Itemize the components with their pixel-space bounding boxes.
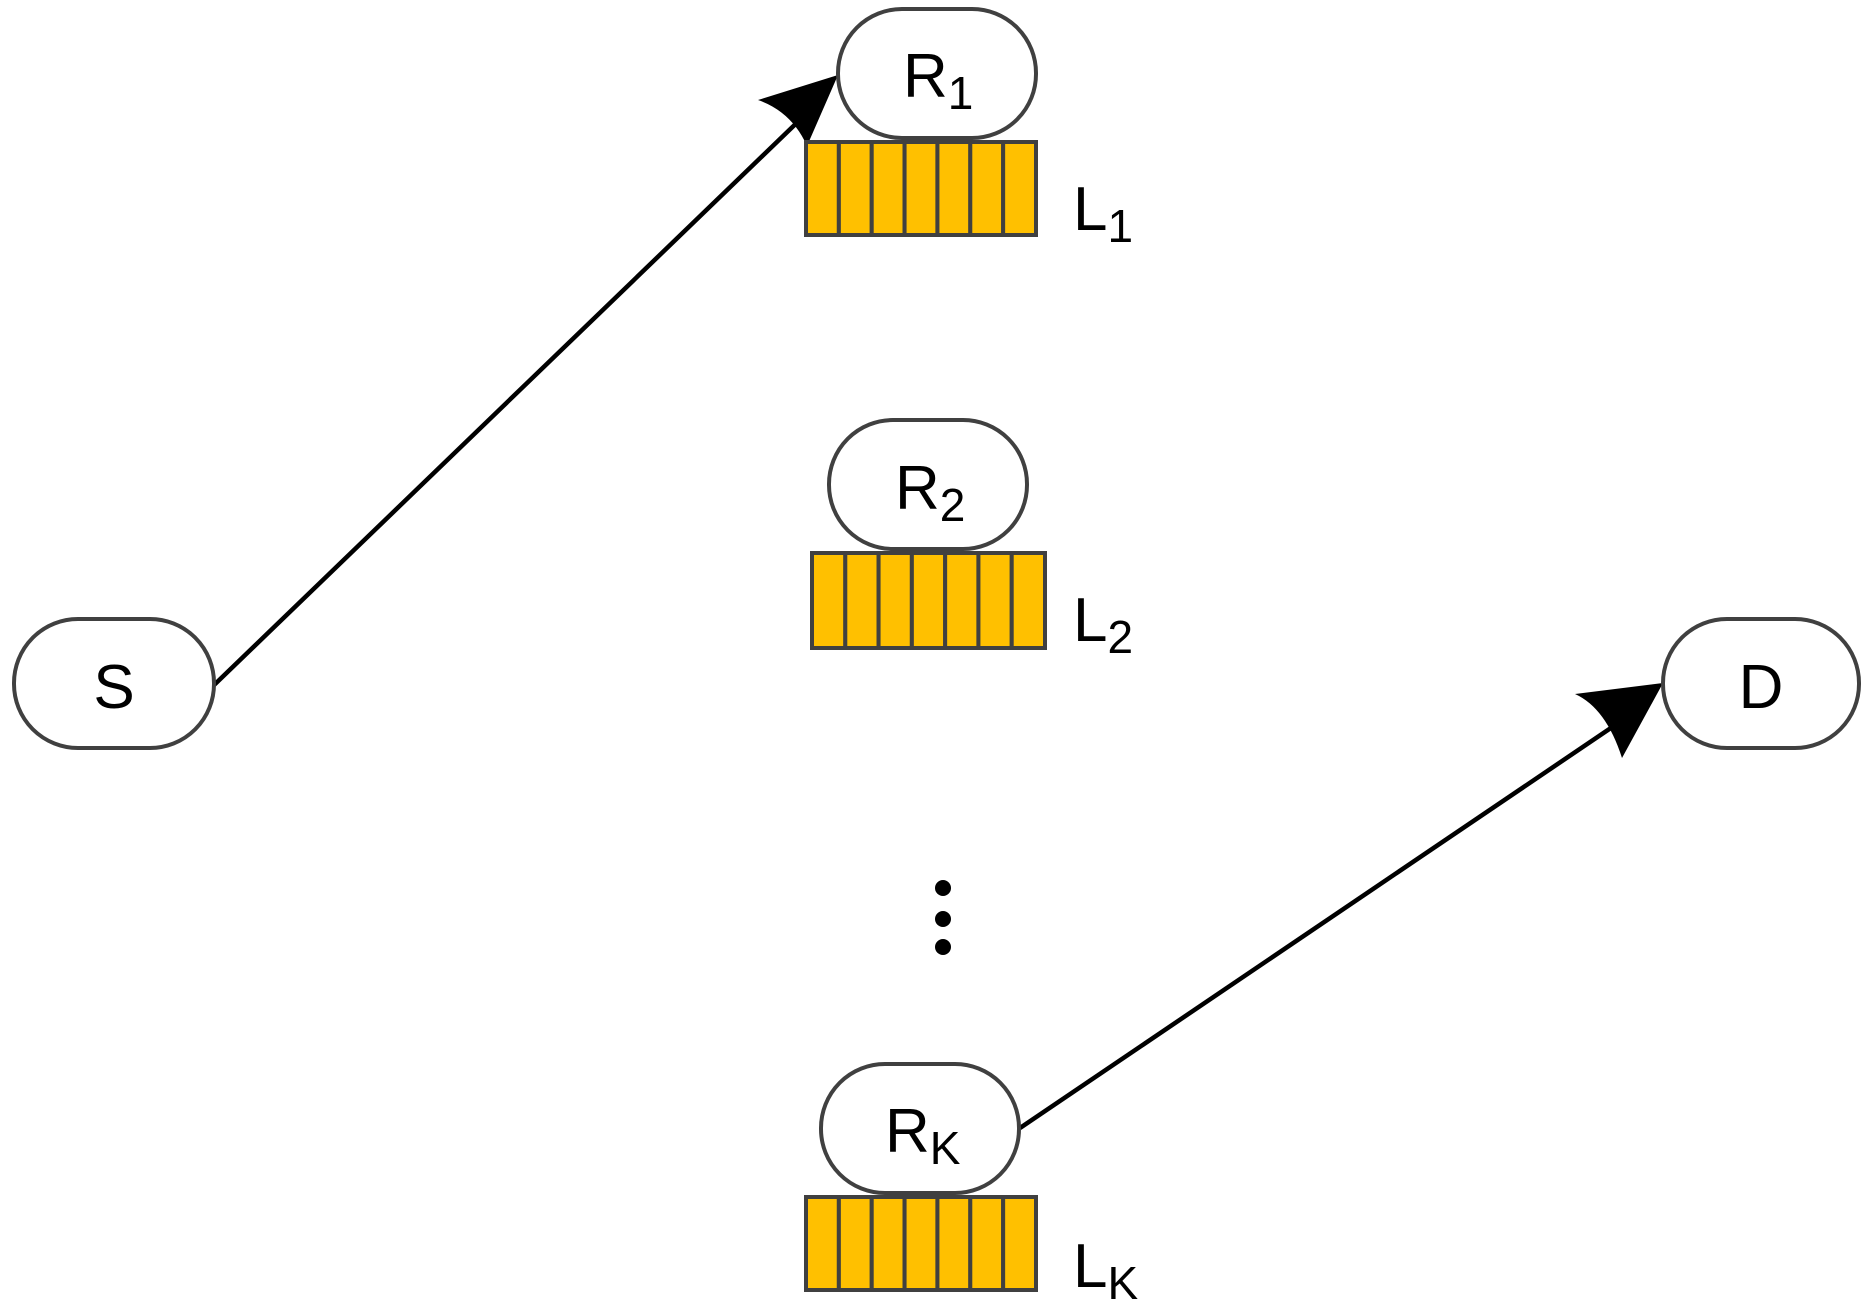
relay2-label: R2 [895,454,965,531]
bufferK-cell [836,1195,874,1292]
buffer2-cell [876,551,914,650]
buffer1-label: L1 [1073,175,1133,252]
buffer-relay1 [804,140,1039,237]
bufferK-cell [1001,1195,1039,1292]
bufferK-cell [935,1195,973,1292]
buffer1-cell [1001,140,1039,237]
ellipsis-dot-1 [935,880,951,896]
ellipsis-dot-3 [935,939,951,955]
relayK-label: RK [885,1097,961,1174]
node-relay1: R1 [836,7,1038,140]
arrowhead-destination [1575,683,1663,758]
node-source: S [12,617,216,750]
buffer1-cell [968,140,1006,237]
buffer1-cell [902,140,940,237]
buffer-relayK [804,1195,1039,1292]
buffer2-cell [810,551,848,650]
buffer2-cell [909,551,948,650]
buffer1-cell [935,140,973,237]
buffer2-cell [843,551,881,650]
buffer1-cell [869,140,907,237]
destination-label: D [1739,653,1784,722]
arrowhead-relay1 [758,75,838,146]
node-relay2: R2 [827,418,1029,551]
bufferK-cell [869,1195,907,1292]
relay1-label: R1 [903,42,973,119]
bufferK-cell [968,1195,1006,1292]
buffer2-cell [1009,551,1048,650]
buffer1-cell [836,140,874,237]
buffer1-cell [804,140,841,237]
buffer-relay2 [810,551,1048,650]
buffer2-cell [943,551,981,650]
bufferK-cell [902,1195,940,1292]
buffer2-cell [976,551,1014,650]
ellipsis-dot-2 [935,911,951,927]
vertical-ellipsis [935,880,951,955]
bufferK-label: LK [1073,1232,1138,1309]
node-relayK: RK [819,1062,1021,1195]
edge-relayK-to-destination [1018,683,1663,1130]
buffer2-label: L2 [1073,586,1133,663]
node-destination: D [1661,617,1861,750]
edge-source-to-relay1 [210,75,838,689]
bufferK-cell [804,1195,841,1292]
source-label: S [93,653,134,722]
